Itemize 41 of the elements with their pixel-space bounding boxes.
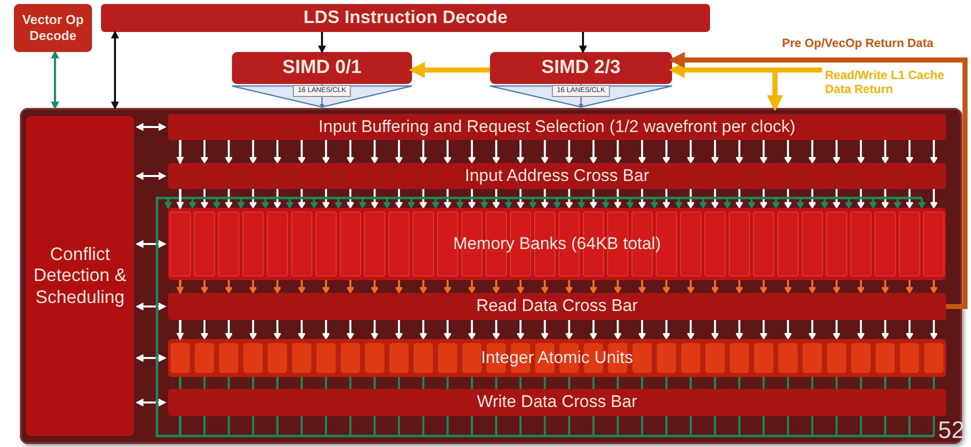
decode-bar (101, 4, 710, 32)
node-label: LDS Instruction Decode (303, 7, 508, 29)
arrow (318, 32, 326, 54)
node-label: Write Data Cross Bar (476, 392, 638, 413)
double-arrow (135, 354, 167, 362)
node-label: Memory Banks (64KB total) (453, 234, 661, 254)
arrow (668, 62, 822, 78)
arrow (176, 189, 184, 210)
node-label: Input Buffering and Request Selection (1/2 wavefront per clock) (318, 116, 796, 138)
arrow (767, 70, 783, 112)
node-label: Integer Atomic Units (480, 348, 634, 368)
scheduler-block (26, 116, 134, 436)
double-arrow (135, 398, 167, 406)
node-label: SIMD 2/3 (541, 56, 621, 80)
node-label: Read Data Cross Bar (476, 296, 638, 317)
crossbar-bar (168, 114, 946, 140)
crossbar-bar (168, 163, 946, 189)
arrow (156, 196, 182, 438)
arrow (51, 50, 59, 110)
crossbar-bar (168, 293, 946, 320)
arrow (408, 62, 490, 78)
crossbar-bar (168, 389, 946, 416)
decode-box (14, 4, 92, 52)
simd-box (490, 52, 672, 84)
node-label: Input Address Cross Bar (464, 166, 650, 186)
double-arrow (135, 302, 167, 310)
arrow (176, 320, 184, 340)
simd-box (232, 52, 412, 84)
edge-label: Read/Write L1 Cache Data Return (825, 69, 946, 97)
double-arrow (135, 172, 167, 180)
edge-label: Pre Op/VecOp Return Data (782, 37, 934, 51)
node-label: Conflict Detection & Scheduling (32, 244, 128, 308)
arrow (579, 32, 587, 54)
node-label: SIMD 0/1 (282, 56, 362, 80)
node-label: Vector Op Decode (21, 12, 85, 44)
arrow (176, 280, 184, 294)
arrow (668, 52, 968, 309)
double-arrow (135, 240, 167, 248)
double-arrow (135, 123, 167, 131)
arrow (111, 30, 119, 110)
arrow (176, 140, 184, 164)
